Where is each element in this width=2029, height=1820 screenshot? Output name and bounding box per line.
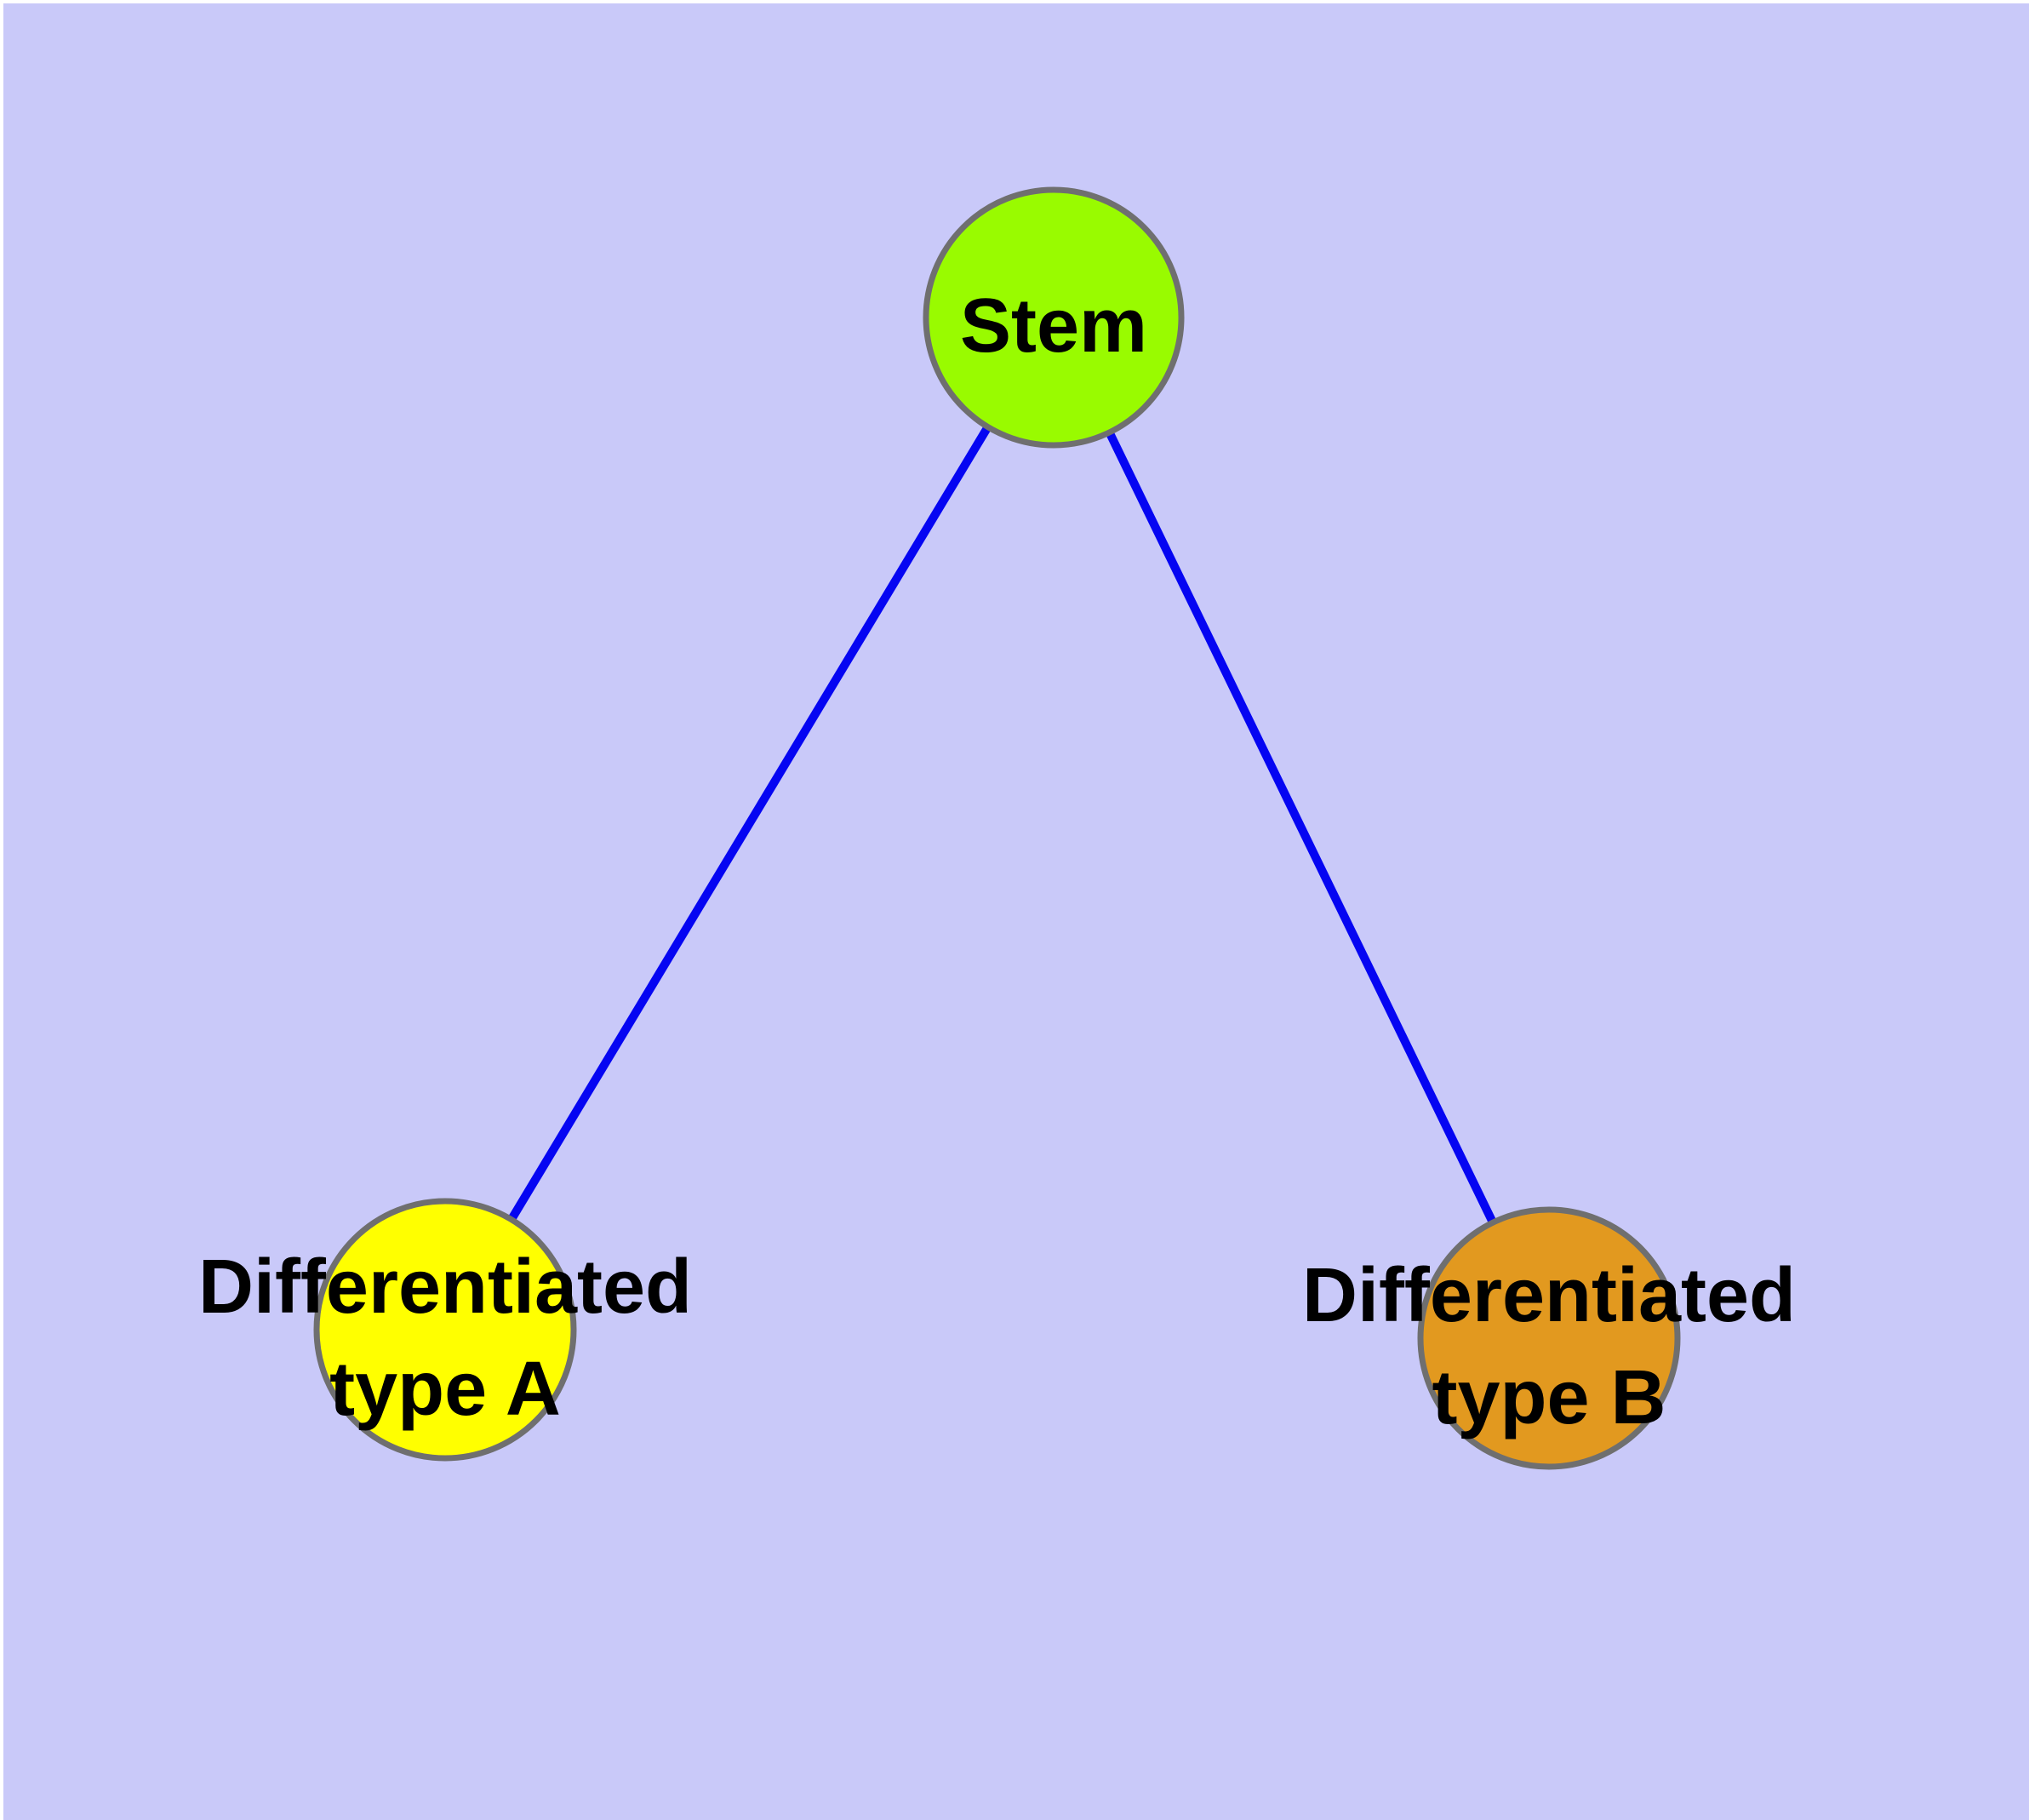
- edges-layer: [441, 315, 1553, 1341]
- edge-stem-type-b: [1049, 315, 1553, 1341]
- node-label-type-a-line2: type A: [329, 1347, 561, 1432]
- graph-node-stem: [923, 186, 1185, 449]
- node-label-type-b-line2: type B: [1432, 1355, 1666, 1440]
- graph-node-type-b: [1417, 1206, 1681, 1470]
- nodes-layer: [313, 186, 1681, 1470]
- graph-node-type-a: [313, 1198, 577, 1462]
- node-label-type-b-line1: Differentiated: [1302, 1253, 1796, 1338]
- node-label-type-a-line1: Differentiated: [198, 1245, 692, 1330]
- node-label-stem-line1: Stem: [960, 283, 1147, 369]
- edge-stem-type-a: [441, 315, 1058, 1332]
